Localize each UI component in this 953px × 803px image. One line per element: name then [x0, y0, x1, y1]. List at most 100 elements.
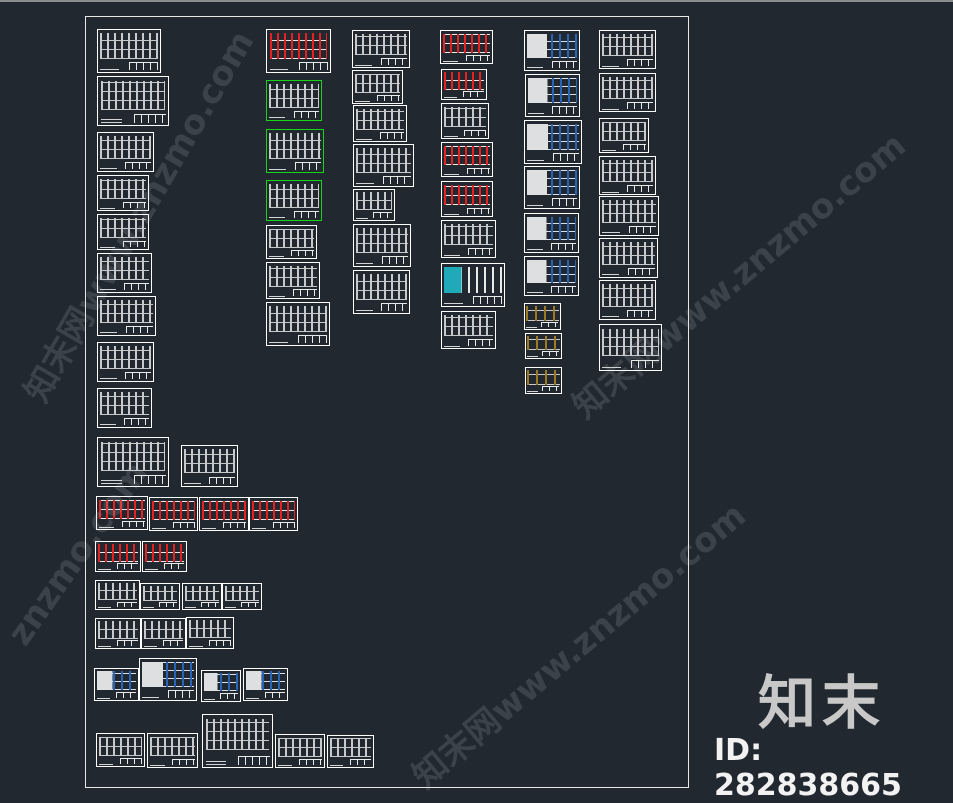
drawing-sheet[interactable]: [149, 497, 198, 531]
drawing-sheet[interactable]: [97, 342, 154, 382]
drawing-sheet[interactable]: [441, 263, 505, 307]
drawing-sheet[interactable]: [353, 105, 407, 142]
drawing-notes: [96, 696, 110, 699]
title-block: [542, 351, 559, 356]
drawing-sheet[interactable]: [599, 324, 662, 371]
title-block: [126, 325, 153, 333]
drawing-sheet[interactable]: [599, 280, 656, 320]
drawing-sheet[interactable]: [524, 166, 580, 209]
drawing-sheet[interactable]: [524, 303, 561, 330]
drawing-sheet[interactable]: [525, 74, 580, 117]
drawing-sheet[interactable]: [97, 214, 149, 250]
drawing-sheet[interactable]: [95, 580, 140, 610]
drawing-sheet[interactable]: [97, 132, 154, 172]
title-block: [290, 249, 314, 256]
drawing-sheet[interactable]: [266, 302, 330, 346]
drawing-content: [269, 265, 317, 287]
drawing-sheet[interactable]: [352, 30, 410, 68]
drawing-sheet[interactable]: [353, 270, 410, 314]
drawing-sheet[interactable]: [147, 733, 198, 768]
drawing-sheet[interactable]: [201, 670, 241, 702]
drawing-sheet[interactable]: [97, 253, 152, 293]
drawing-sheet[interactable]: [599, 73, 656, 112]
drawing-sheet[interactable]: [97, 437, 169, 487]
drawing-sheet[interactable]: [97, 76, 169, 126]
drawing-notes: [269, 339, 289, 344]
drawing-sheet[interactable]: [441, 69, 487, 100]
drawing-sheet[interactable]: [142, 541, 187, 572]
drawing-sheet[interactable]: [266, 29, 331, 73]
drawing-notes: [602, 106, 619, 110]
drawing-content: [269, 306, 327, 332]
title-block: [119, 757, 142, 764]
drawing-sheet[interactable]: [525, 367, 562, 394]
title-block: [551, 60, 577, 68]
drawing-notes: [251, 526, 266, 529]
drawing-sheet[interactable]: [266, 262, 320, 299]
drawing-sheet[interactable]: [599, 118, 649, 153]
drawing-notes: [184, 481, 201, 485]
brand-logo-text: 知末: [758, 669, 887, 737]
drawing-content: [97, 583, 138, 601]
drawing-sheet[interactable]: [524, 256, 579, 296]
drawing-sheet[interactable]: [97, 175, 149, 211]
drawing-sheet[interactable]: [97, 29, 161, 73]
title-block: [552, 153, 579, 161]
drawing-sheet[interactable]: [525, 333, 562, 359]
title-block: [463, 91, 484, 97]
drawing-sheet[interactable]: [139, 658, 197, 701]
drawing-sheet[interactable]: [353, 189, 395, 221]
drawing-content: [98, 736, 143, 756]
title-block: [623, 143, 646, 150]
drawing-sheet[interactable]: [95, 541, 141, 572]
drawing-sheet[interactable]: [95, 618, 141, 649]
drawing-sheet[interactable]: [599, 196, 659, 236]
drawing-sheet[interactable]: [441, 311, 496, 349]
drawing-notes: [527, 355, 538, 358]
drawing-sheet[interactable]: [599, 156, 656, 195]
drawing-sheet[interactable]: [202, 714, 273, 768]
drawing-sheet[interactable]: [599, 238, 658, 278]
drawing-sheet[interactable]: [441, 103, 489, 139]
drawing-sheet[interactable]: [441, 142, 493, 177]
drawing-content: [329, 738, 372, 758]
drawing-sheet[interactable]: [599, 30, 656, 69]
drawing-sheet[interactable]: [524, 30, 580, 71]
drawing-notes: [100, 205, 115, 209]
drawing-notes: [143, 644, 157, 647]
drawing-sheet[interactable]: [140, 583, 180, 610]
drawing-sheet[interactable]: [97, 388, 152, 428]
drawing-sheet[interactable]: [186, 617, 234, 649]
drawing-sheet[interactable]: [441, 181, 493, 217]
drawing-sheet[interactable]: [353, 224, 411, 267]
drawing-sheet[interactable]: [182, 583, 222, 610]
drawing-sheet[interactable]: [440, 30, 493, 64]
drawing-sheet[interactable]: [141, 618, 186, 649]
drawing-sheet[interactable]: [222, 583, 262, 610]
drawing-sheet[interactable]: [352, 70, 403, 104]
title-block: [122, 201, 146, 208]
drawing-sheet[interactable]: [181, 445, 238, 487]
drawing-notes: [527, 390, 538, 392]
drawing-sheet[interactable]: [97, 296, 156, 336]
drawing-sheet[interactable]: [266, 180, 322, 221]
drawing-sheet[interactable]: [327, 735, 374, 768]
drawing-sheet[interactable]: [96, 496, 148, 530]
drawing-sheet[interactable]: [199, 497, 249, 531]
drawing-sheet[interactable]: [249, 497, 298, 531]
drawing-sheet[interactable]: [266, 80, 322, 121]
drawing-sheet[interactable]: [96, 733, 145, 767]
drawing-sheet[interactable]: [243, 668, 288, 701]
title-block: [349, 759, 371, 765]
drawing-sheet[interactable]: [266, 129, 324, 173]
drawing-sheet[interactable]: [94, 668, 139, 701]
drawing-sheet[interactable]: [353, 144, 414, 187]
drawing-sheet[interactable]: [524, 213, 579, 253]
drawing-sheet[interactable]: [275, 734, 325, 768]
drawing-sheet[interactable]: [441, 220, 496, 258]
drawing-sheet[interactable]: [524, 120, 582, 164]
drawing-notes: [100, 330, 118, 334]
drawing-notes: [224, 606, 236, 608]
drawing-sheet[interactable]: [266, 225, 317, 259]
